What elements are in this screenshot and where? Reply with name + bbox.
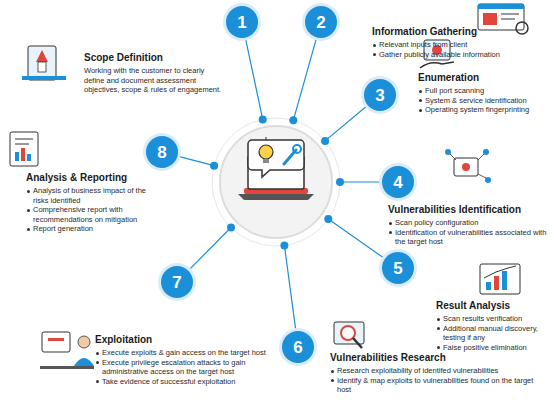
callout-number: 6 — [293, 339, 302, 356]
detail-text: Identification of vulnerabilities associ… — [395, 228, 546, 247]
detail-text: Research exploitability of identifed vul… — [337, 366, 498, 375]
step-number-circle: 2 — [305, 6, 337, 38]
detail-text: Report generation — [33, 224, 93, 233]
step-heading: Exploitation — [95, 334, 283, 346]
callout-number: 8 — [157, 144, 166, 161]
bullet-dot — [437, 318, 440, 321]
detail-text: Full port scanning — [425, 86, 484, 95]
step-text-group: Analysis & ReportingAnalysis of business… — [26, 172, 150, 234]
step-detail: False positive elimination — [436, 343, 548, 353]
step-detail: Comprehensive report with recommendation… — [26, 205, 150, 224]
detail-text: Working with the customer to clearly def… — [84, 66, 221, 94]
detail-text: Analysis of business impact of the risks… — [33, 186, 146, 205]
step-detail: Additional manual discovery, testing if … — [436, 324, 548, 343]
bullet-dot — [331, 370, 334, 373]
step-number-circle: 4 — [382, 166, 414, 198]
bullet-dot — [27, 228, 30, 231]
bullet-dot — [389, 222, 392, 225]
step-heading: Vulnerabilities Research — [330, 352, 544, 364]
step-number-circle: 3 — [364, 79, 396, 111]
bullet-dot — [27, 190, 30, 193]
step-heading: Vulnerabilities Identification — [388, 204, 550, 216]
step-detail: Identify & map exploits to vulnerabiliti… — [330, 376, 544, 395]
heading-text: Exploitation — [95, 334, 152, 345]
bullet-dot — [419, 99, 422, 102]
detail-text: System & service identification — [425, 96, 527, 105]
bullet-dot — [96, 361, 99, 364]
step-detail: Identification of vulnerabilities associ… — [388, 228, 550, 247]
step-text-group: Vulnerabilities ResearchResearch exploit… — [330, 352, 544, 395]
step-heading: Enumeration — [418, 72, 548, 84]
bullet-dot — [419, 109, 422, 112]
bullet-dot — [437, 327, 440, 330]
bullet-dot — [389, 231, 392, 234]
step-detail: System & service identification — [418, 96, 548, 106]
detail-text: Identify & map exploits to vulnerabiliti… — [337, 376, 533, 395]
detail-text: Take evidence of successful exploitation — [102, 377, 235, 386]
step-detail: Full port scanning — [418, 86, 548, 96]
step-detail: Scan policy configuration — [388, 218, 550, 228]
callout-number: 2 — [316, 14, 325, 31]
detail-text: Execute privilege escalation attacks to … — [102, 358, 245, 377]
step-text-group: Vulnerabilities IdentificationScan polic… — [388, 204, 550, 247]
heading-text: Vulnerabilities Research — [330, 352, 446, 363]
detail-text: Comprehensive report with recommendation… — [33, 205, 137, 224]
callout-number: 5 — [393, 260, 402, 277]
step-heading: Scope Definition — [84, 52, 224, 64]
step-detail: Execute exploits & gain access on the ta… — [95, 348, 283, 358]
step-heading: Analysis & Reporting — [26, 172, 150, 184]
bullet-dot — [373, 53, 376, 56]
step-detail: Gather publicly available information — [372, 50, 542, 60]
bullet-dot — [373, 44, 376, 47]
step-number-circle: 7 — [161, 266, 193, 298]
step-text-group: Information GatheringRelevant inputs fro… — [372, 26, 542, 59]
detail-text: Operating system fingerprinting — [425, 105, 529, 114]
step-number-circle: 5 — [382, 252, 414, 284]
step-text-group: EnumerationFull port scanningSystem & se… — [418, 72, 548, 115]
step-detail: Analysis of business impact of the risks… — [26, 186, 150, 205]
step-heading: Information Gathering — [372, 26, 542, 38]
detail-text: Relevant inputs from client — [379, 40, 467, 49]
bullet-dot — [437, 346, 440, 349]
bullet-dot — [419, 90, 422, 93]
heading-text: Analysis & Reporting — [26, 172, 127, 183]
detail-text: Execute exploits & gain access on the ta… — [102, 348, 266, 357]
step-heading: Result Analysis — [436, 300, 548, 312]
step-detail: Working with the customer to clearly def… — [84, 66, 224, 95]
heading-text: Information Gathering — [372, 26, 477, 37]
step-detail: Operating system fingerprinting — [418, 105, 548, 115]
detail-text: Additional manual discovery, testing if … — [443, 324, 538, 343]
step-detail: Scan results verification — [436, 314, 548, 324]
step-detail: Relevant inputs from client — [372, 40, 542, 50]
bullet-dot — [96, 352, 99, 355]
step-text-group: Scope DefinitionWorking with the custome… — [84, 52, 224, 95]
step-text-group: Result AnalysisScan results verification… — [436, 300, 548, 352]
heading-text: Vulnerabilities Identification — [388, 204, 521, 215]
callout-number: 3 — [375, 87, 384, 104]
step-text-group: ExploitationExecute exploits & gain acce… — [95, 334, 283, 386]
callout-number: 4 — [393, 174, 402, 191]
heading-text: Result Analysis — [436, 300, 510, 311]
step-detail: Take evidence of successful exploitation — [95, 377, 283, 387]
step-detail: Report generation — [26, 224, 150, 234]
callout-number: 1 — [237, 14, 246, 31]
heading-text: Scope Definition — [84, 52, 163, 63]
detail-text: False positive elimination — [443, 343, 527, 352]
detail-text: Scan policy configuration — [395, 218, 478, 227]
detail-text: Gather publicly available information — [379, 50, 500, 59]
step-number-circle: 1 — [226, 6, 258, 38]
detail-text: Scan results verification — [443, 314, 522, 323]
bullet-dot — [331, 379, 334, 382]
bullet-dot — [27, 209, 30, 212]
step-detail: Execute privilege escalation attacks to … — [95, 358, 283, 377]
heading-text: Enumeration — [418, 72, 479, 83]
step-number-circle: 6 — [282, 331, 314, 363]
bullet-dot — [96, 380, 99, 383]
step-detail: Research exploitability of identifed vul… — [330, 366, 544, 376]
step-number-circle: 8 — [146, 136, 178, 168]
callout-number: 7 — [172, 274, 181, 291]
